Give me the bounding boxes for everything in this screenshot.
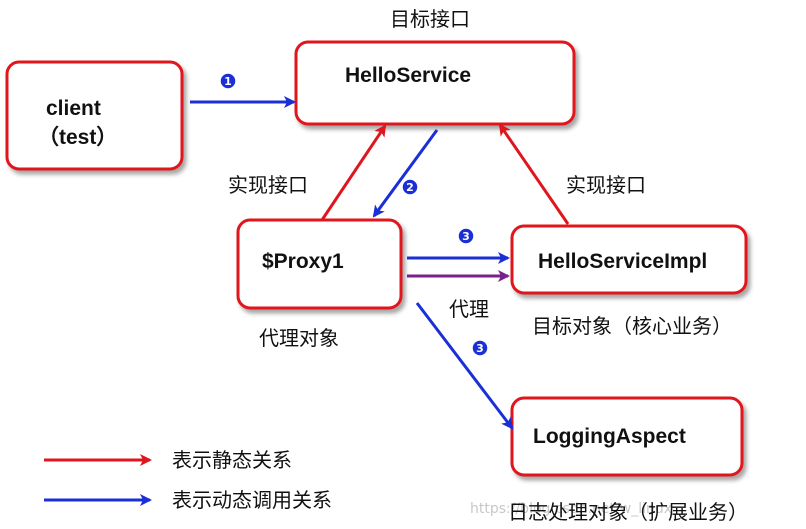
proxy-object-caption: 代理对象 (259, 326, 339, 350)
svg-text:2: 2 (406, 181, 414, 194)
step-badge-3b: 3 (471, 339, 489, 357)
proxy-box: $Proxy1 (236, 218, 403, 310)
call-arrow-service-to-proxy (372, 129, 439, 218)
proxy-label: $Proxy1 (262, 250, 344, 273)
impl-box: HelloServiceImpl (510, 224, 748, 295)
step-badge-3a: 3 (457, 227, 475, 245)
proxy-edge-caption: 代理 (449, 297, 489, 321)
client-sublabel: （test） (38, 125, 117, 149)
legend: 表示静态关系 表示动态调用关系 (44, 448, 332, 512)
implements-arrow-proxy (320, 124, 387, 221)
implements-caption-right: 实现接口 (566, 173, 646, 197)
logging-label: LoggingAspect (533, 425, 686, 448)
logging-box: LoggingAspect (510, 396, 744, 477)
legend-static-label: 表示静态关系 (172, 448, 292, 472)
log-object-caption: 日志处理对象（扩展业务） (508, 500, 748, 524)
legend-dynamic-label: 表示动态调用关系 (172, 488, 332, 512)
step-badge-2: 2 (401, 178, 419, 196)
svg-text:3: 3 (462, 230, 470, 243)
svg-text:1: 1 (224, 75, 232, 88)
hello-service-box: HelloService (294, 40, 576, 126)
target-interface-caption: 目标接口 (390, 7, 470, 31)
watermark: https://blog.csdn.net/w_linux (470, 501, 672, 517)
implements-arrow-impl (498, 123, 570, 225)
implements-caption-left: 实现接口 (228, 173, 308, 197)
step-badge-1: 1 (219, 72, 237, 90)
client-label: client (46, 97, 101, 120)
svg-text:3: 3 (476, 342, 484, 355)
impl-label: HelloServiceImpl (538, 250, 707, 273)
client-box: client （test） (5, 60, 184, 171)
target-object-caption: 目标对象（核心业务） (532, 314, 732, 338)
hello-service-label: HelloService (345, 64, 471, 87)
call-arrow-proxy-to-logging (415, 302, 514, 430)
